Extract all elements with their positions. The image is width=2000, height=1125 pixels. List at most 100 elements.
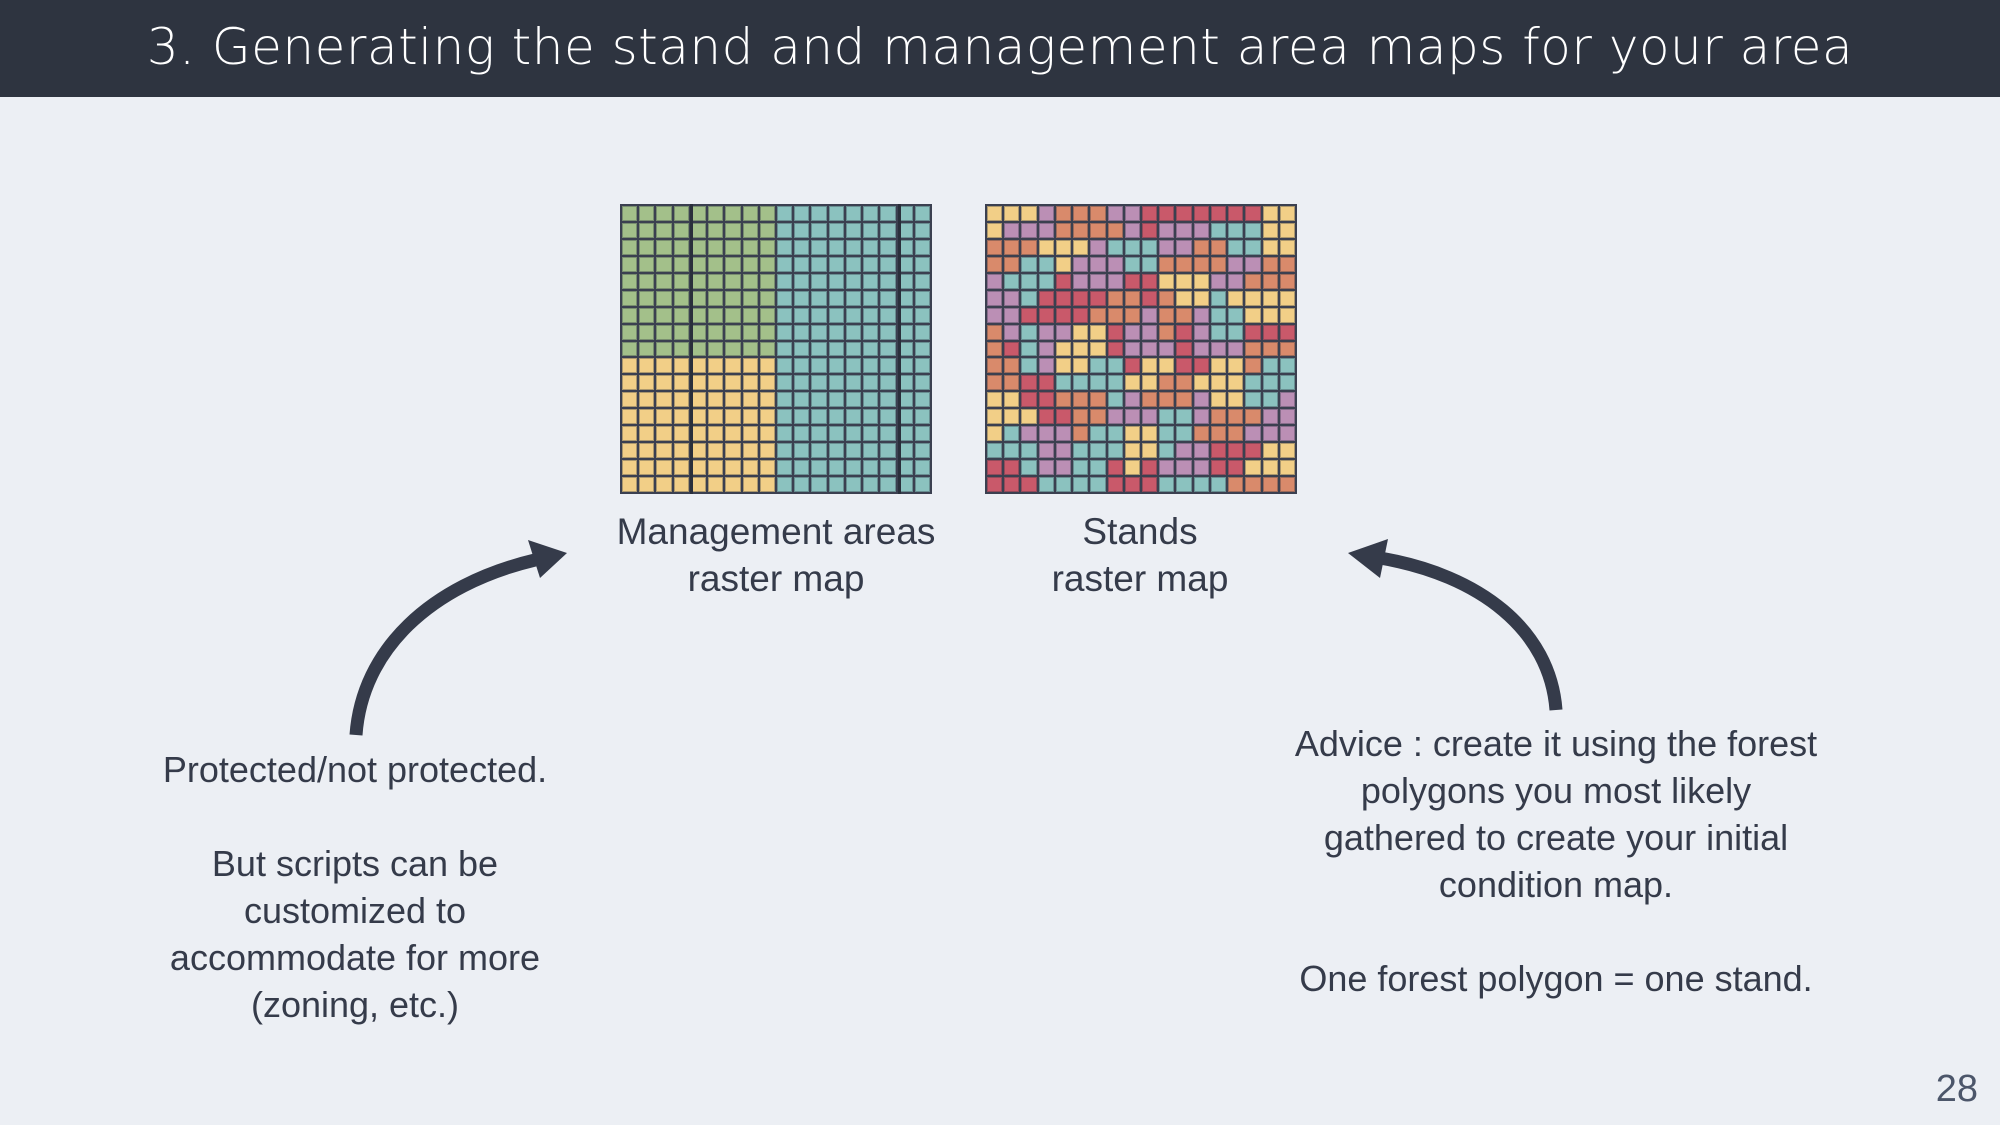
raster-cell	[708, 358, 724, 374]
raster-cell	[1262, 222, 1278, 238]
raster-cell	[1021, 307, 1037, 323]
raster-cell	[1245, 375, 1261, 391]
raster-cell	[794, 460, 810, 476]
raster-cell	[1228, 392, 1244, 408]
raster-cell	[673, 206, 689, 221]
raster-cell	[1004, 358, 1020, 374]
raster-cell	[759, 409, 775, 425]
raster-cell	[1279, 256, 1295, 272]
raster-cell	[1228, 477, 1244, 492]
raster-cell	[742, 341, 758, 357]
raster-cell	[1176, 290, 1192, 306]
raster-cell	[1021, 206, 1037, 221]
raster-cell	[1124, 341, 1140, 357]
raster-cell	[1210, 409, 1227, 425]
raster-cell	[1055, 324, 1072, 340]
raster-cell	[1107, 409, 1123, 425]
raster-cell	[1038, 273, 1054, 289]
raster-cell	[1142, 256, 1158, 272]
raster-cell	[1021, 222, 1037, 238]
raster-cell	[987, 239, 1003, 255]
raster-cell	[1159, 341, 1175, 357]
raster-cell	[622, 256, 638, 272]
raster-cell	[914, 375, 930, 391]
raster-cell	[1245, 477, 1261, 492]
raster-cell	[1210, 443, 1227, 459]
raster-cell	[759, 341, 775, 357]
raster-cell	[1228, 324, 1244, 340]
raster-cell	[880, 443, 896, 459]
raster-cell	[708, 239, 724, 255]
raster-cell	[639, 460, 655, 476]
raster-cell	[1055, 426, 1072, 442]
raster-cell	[1210, 426, 1227, 442]
raster-cell	[863, 273, 879, 289]
raster-cell	[622, 206, 638, 221]
raster-cell	[639, 375, 655, 391]
note-line: Protected/not protected.	[162, 749, 548, 790]
raster-cell	[880, 307, 896, 323]
raster-cell	[845, 477, 862, 492]
left-note: Protected/not protected. But scripts can…	[105, 746, 605, 1028]
raster-cell	[759, 392, 775, 408]
raster-cell	[622, 324, 638, 340]
label-line: raster map	[1051, 558, 1229, 599]
raster-cell	[987, 358, 1003, 374]
raster-cell	[1004, 239, 1020, 255]
raster-cell	[1279, 443, 1295, 459]
raster-cell	[914, 392, 930, 408]
raster-cell	[863, 358, 879, 374]
raster-cell	[1107, 443, 1123, 459]
raster-cell	[742, 460, 758, 476]
raster-cell	[622, 477, 638, 492]
raster-cell	[725, 460, 741, 476]
raster-cell	[1090, 324, 1106, 340]
raster-cell	[987, 222, 1003, 238]
raster-cell	[914, 239, 930, 255]
raster-cell	[639, 358, 655, 374]
raster-cell	[622, 375, 638, 391]
raster-cell	[1193, 358, 1209, 374]
raster-cell	[1228, 460, 1244, 476]
raster-cell	[1055, 460, 1072, 476]
raster-cell	[742, 239, 758, 255]
raster-cell	[880, 392, 896, 408]
raster-cell	[863, 341, 879, 357]
raster-cell	[914, 307, 930, 323]
raster-cell	[1245, 324, 1261, 340]
raster-cell	[1090, 206, 1106, 221]
raster-cell	[828, 307, 844, 323]
raster-cell	[880, 409, 896, 425]
raster-cell	[1004, 222, 1020, 238]
raster-cell	[1038, 307, 1054, 323]
raster-cell	[845, 341, 862, 357]
raster-cell	[1142, 460, 1158, 476]
raster-cell	[1090, 341, 1106, 357]
note-line: customized to	[243, 890, 467, 931]
raster-cell	[845, 239, 862, 255]
raster-cell	[759, 443, 775, 459]
raster-cell	[1210, 341, 1227, 357]
raster-cell	[1090, 358, 1106, 374]
raster-cell	[1055, 206, 1072, 221]
raster-cell	[742, 426, 758, 442]
raster-cell	[1245, 460, 1261, 476]
right-arrowhead-icon	[1348, 539, 1388, 578]
raster-cell	[987, 341, 1003, 357]
raster-cell	[1021, 426, 1037, 442]
raster-cell	[656, 206, 672, 221]
raster-cell	[622, 307, 638, 323]
raster-cell	[777, 426, 793, 442]
raster-cell	[725, 443, 741, 459]
raster-cell	[794, 358, 810, 374]
raster-cell	[1228, 443, 1244, 459]
raster-cell	[777, 392, 793, 408]
raster-cell	[828, 206, 844, 221]
raster-cell	[1073, 426, 1089, 442]
raster-cell	[1055, 341, 1072, 357]
raster-cell	[794, 392, 810, 408]
raster-cell	[1159, 375, 1175, 391]
raster-cell	[1262, 324, 1278, 340]
raster-cell	[1228, 375, 1244, 391]
raster-cell	[725, 239, 741, 255]
